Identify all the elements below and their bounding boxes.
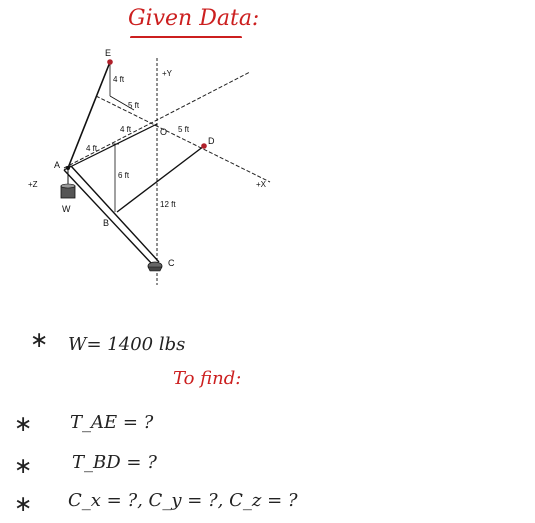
bullet-given: ∗ xyxy=(30,328,49,353)
point-d-marker xyxy=(201,143,207,149)
label-plus-y: +Y xyxy=(162,69,173,78)
dim-height-6: 6 ft xyxy=(118,171,130,180)
boom-edge-2 xyxy=(70,165,160,263)
find-tbd: T_BD = ? xyxy=(72,452,157,473)
dim-mid-4: 4 ft xyxy=(120,125,132,134)
bullet-find-3: ∗ xyxy=(14,492,33,517)
dim-height-12: 12 ft xyxy=(160,200,176,209)
label-plus-x: +X xyxy=(256,180,267,189)
label-a: A xyxy=(54,160,60,170)
cable-ae xyxy=(67,61,111,169)
label-o: O xyxy=(160,127,167,137)
line-a-to-o xyxy=(67,123,158,169)
axis-lines xyxy=(63,58,271,285)
label-d: D xyxy=(208,136,215,146)
bullet-find-2: ∗ xyxy=(14,454,33,479)
label-b: B xyxy=(103,218,109,228)
members xyxy=(63,61,205,270)
bullet-find-1: ∗ xyxy=(14,412,33,437)
find-tae: T_AE = ? xyxy=(70,412,154,433)
label-plus-z: +Z xyxy=(28,180,38,189)
dim-top-5: 5 ft xyxy=(128,101,140,110)
e-horizontal-dim xyxy=(109,95,135,111)
title: Given Data: xyxy=(128,6,260,31)
label-e: E xyxy=(105,48,111,58)
diagonal-axis-x xyxy=(95,95,271,183)
label-c: C xyxy=(168,258,175,268)
find-reactions: C_x = ?, C_y = ?, C_z = ? xyxy=(68,490,298,511)
diagonal-axis-upper xyxy=(63,71,251,169)
dim-left-4: 4 ft xyxy=(86,144,98,153)
dim-right-5: 5 ft xyxy=(178,125,190,134)
point-a-marker xyxy=(66,166,70,170)
support-c xyxy=(147,261,163,272)
boom-edge-1 xyxy=(63,169,153,265)
structure-diagram: E A W B C D O +Y +X +Z 4 ft 5 ft 4 ft 4 … xyxy=(28,48,271,285)
cable-bd xyxy=(116,145,205,213)
point-e-marker xyxy=(107,59,113,65)
weight-block xyxy=(60,183,76,199)
to-find-heading: To find: xyxy=(173,368,242,389)
label-w: W xyxy=(62,204,71,214)
dim-e-down: 4 ft xyxy=(113,75,125,84)
given-weight: W= 1400 lbs xyxy=(68,334,186,355)
title-underline xyxy=(130,36,242,39)
